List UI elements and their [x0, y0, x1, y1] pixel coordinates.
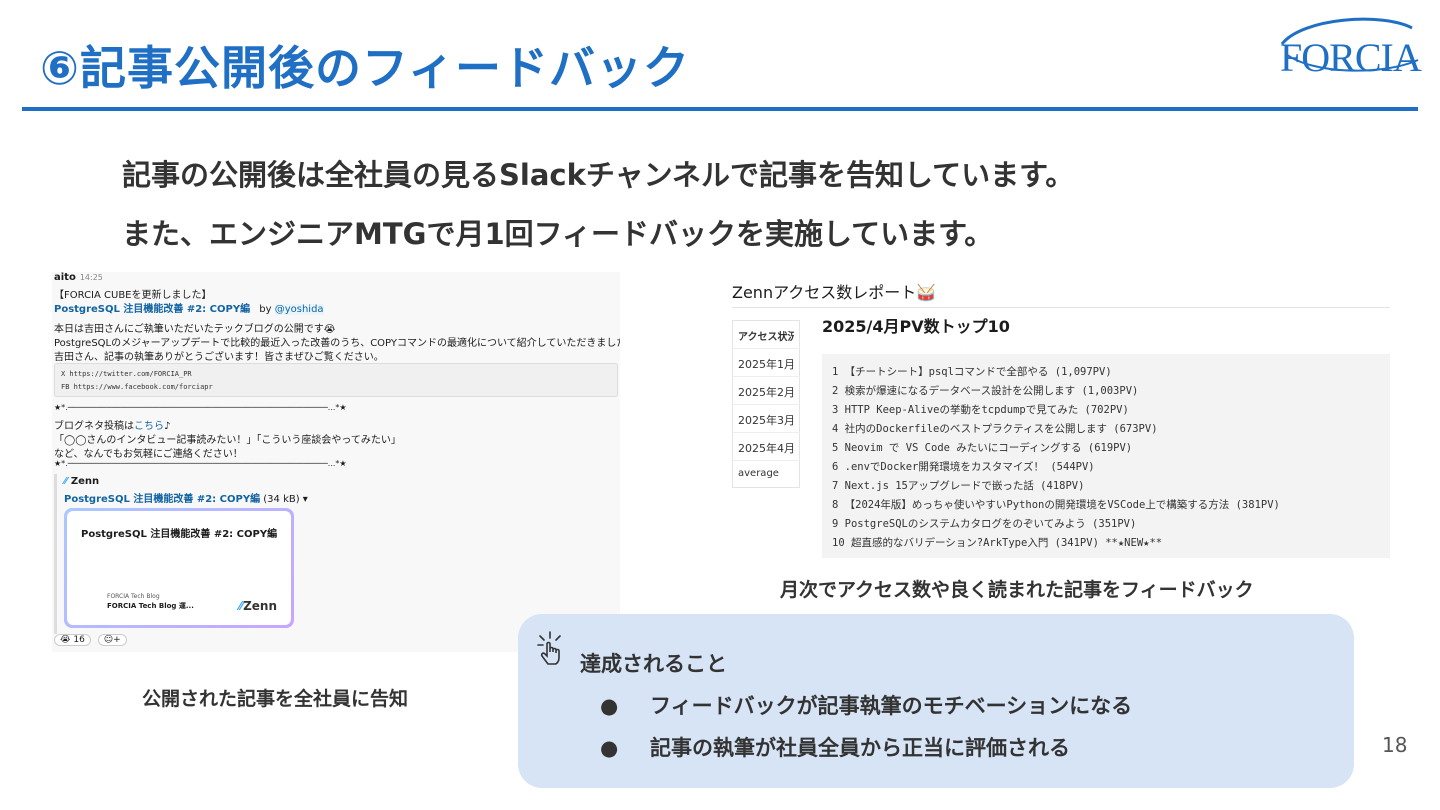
zenn-mark-icon: ⁄⁄: [64, 476, 68, 487]
card-blog-small: FORCIA Tech Blog: [107, 593, 160, 600]
reactions-bar: 😭 16 ☺+: [54, 634, 131, 646]
logo-swoosh-icon: [1280, 17, 1419, 72]
forcia-logo: FORCIA: [1272, 14, 1422, 80]
message-line-8: など、なんでもお気軽にご連絡ください！: [54, 449, 243, 460]
table-sep: [732, 376, 800, 377]
table-sep: [732, 460, 800, 461]
message-line-3: 本日は吉田さんにご執筆いただいたテックブログの公開です😭: [54, 324, 336, 335]
line6-prefix: ブログネタ投稿は: [54, 421, 134, 432]
achievement-text: フィードバックが記事執筆のモチベーションになる: [650, 694, 1133, 718]
table-row: 2025年4月: [738, 442, 794, 455]
unfurl-source: ⁄⁄ Zenn: [64, 476, 99, 487]
line6-suffix: ♪: [164, 421, 171, 432]
message-line-7: 「◯◯さんのインタビュー記事読みたい！」「こういう座談会やってみたい」: [54, 435, 401, 446]
report-divider: [732, 307, 1390, 308]
tap-hand-icon: [537, 631, 561, 665]
table-sep: [732, 348, 800, 349]
page-number: 18: [1382, 733, 1408, 757]
title-underline: [22, 107, 1418, 111]
zenn-preview-card[interactable]: PostgreSQL 注目機能改善 #2: COPY編 FORCIA Tech …: [64, 508, 294, 628]
code-line-x: X https://twitter.com/FORCIA_PR: [61, 370, 192, 378]
divider-1: ★*.─────────────────────────────────────…: [54, 403, 347, 412]
bullet: ●: [600, 736, 619, 760]
table-row: 2025年2月: [738, 386, 794, 399]
caption-right: 月次でアクセス数や良く読まれた記事をフィードバック: [780, 579, 1254, 601]
unfurl-source-label: Zenn: [70, 476, 100, 487]
card-blog-name: FORCIA Tech Blog 運...: [107, 602, 194, 610]
list-item: 8 【2024年版】めっちゃ使いやすいPythonの開発環境をVSCode上で構…: [832, 499, 1280, 511]
pv-top10-list: 1 【チートシート】psqlコマンドで全部やる (1,097PV) 2 検索が爆…: [822, 354, 1390, 558]
article-link[interactable]: PostgreSQL 注目機能改善 #2: COPY編: [54, 304, 251, 315]
zenn-card-inner: PostgreSQL 注目機能改善 #2: COPY編 FORCIA Tech …: [67, 511, 291, 625]
list-item: 9 PostgreSQLのシステムカタログをのぞいてみよう (351PV): [832, 518, 1137, 530]
table-sep: [732, 432, 800, 433]
list-item: 4 社内のDockerfileのベストプラクティスを公開します (673PV): [832, 423, 1158, 435]
submit-link[interactable]: こちら: [134, 421, 164, 432]
unfurl-quote-bar: [54, 474, 57, 634]
achievement-box: 達成されること ● フィードバックが記事執筆のモチベーションになる ● 記事の執筆が…: [518, 614, 1354, 788]
slide-title: ⑥記事公開後のフィードバック: [40, 41, 691, 95]
list-item: 3 HTTP Keep-Aliveの挙動をtcpdumpで見てみた (702PV…: [832, 404, 1129, 416]
message-time: 14:25: [79, 273, 103, 282]
achievement-text: 記事の執筆が社員全員から正当に評価される: [650, 736, 1070, 760]
divider-2: ★*.─────────────────────────────────────…: [54, 459, 347, 468]
card-logo-text: Zenn: [243, 599, 277, 613]
lead-line-2: また、エンジニアMTGで月1回フィードバックを実施しています。: [122, 217, 994, 251]
report-title: Zennアクセス数レポート🥁: [732, 283, 937, 302]
achievement-item: ● 記事の執筆が社員全員から正当に評価される: [600, 732, 1070, 762]
achievement-heading: 達成されること: [580, 652, 727, 676]
message-line-4: PostgreSQLのメジャーアップデートで比較的最近入った改善のうち、COPY…: [54, 338, 620, 349]
card-title: PostgreSQL 注目機能改善 #2: COPY編: [81, 529, 278, 540]
list-item: 1 【チートシート】psqlコマンドで全部やる (1,097PV): [832, 366, 1112, 378]
list-item: 6 .envでDocker開発環境をカスタマイズ！ (544PV): [832, 461, 1095, 473]
unfurl-link-line: PostgreSQL 注目機能改善 #2: COPY編 (34 kB) ▾: [64, 490, 308, 505]
table-sep: [732, 404, 800, 405]
message-line-6: ブログネタ投稿はこちら♪: [54, 417, 170, 432]
list-item: 10 超直感的なバリデーション?ArkType入門 (341PV) **★NEW…: [832, 537, 1163, 549]
bullet: ●: [600, 694, 619, 718]
by-label: by: [259, 304, 272, 315]
logo-text: FORCIA: [1280, 35, 1422, 80]
code-block: X https://twitter.com/FORCIA_PR FB https…: [54, 363, 618, 397]
table-row: 2025年3月: [738, 414, 794, 427]
list-item: 2 検索が爆速になるデータベース設計を公開します (1,003PV): [832, 385, 1139, 397]
message-line-1: 【FORCIA CUBEを更新しました】: [54, 290, 212, 301]
message-line-5: 吉田さん、記事の執筆ありがとうございます！皆さまぜひご覧ください。: [54, 352, 384, 363]
article-link-line: PostgreSQL 注目機能改善 #2: COPY編 by @yoshida: [54, 300, 324, 315]
achievement-item: ● フィードバックが記事執筆のモチベーションになる: [600, 690, 1132, 720]
card-zenn-logo: ⁄⁄Zenn: [239, 599, 277, 613]
unfurl-link[interactable]: PostgreSQL 注目機能改善 #2: COPY編: [64, 494, 261, 505]
caption-left: 公開された記事を全社員に告知: [142, 688, 409, 710]
lead-line-1: 記事の公開後は全社員の見るSlackチャンネルで記事を告知しています。: [122, 158, 1075, 192]
access-table-header: アクセス状況: [738, 332, 794, 343]
reaction-crying[interactable]: 😭 16: [54, 634, 91, 646]
pv-top10-title: 2025/4月PV数トップ10: [822, 317, 1010, 336]
list-item: 7 Next.js 15アップグレードで嵌った話 (418PV): [832, 480, 1085, 492]
add-reaction-button[interactable]: ☺+: [97, 634, 127, 646]
unfurl-size[interactable]: (34 kB) ▾: [263, 494, 308, 505]
table-row: average: [738, 468, 779, 479]
table-row: 2025年1月: [738, 358, 794, 371]
sender-name: aito: [54, 272, 76, 283]
list-item: 5 Neovim で VS Code みたいにコーディングする (619PV): [832, 442, 1133, 454]
zenn-slash-icon: ⁄⁄: [239, 599, 244, 613]
code-line-fb: FB https://www.facebook.com/forciapr: [61, 383, 213, 391]
user-mention[interactable]: @yoshida: [274, 304, 324, 315]
